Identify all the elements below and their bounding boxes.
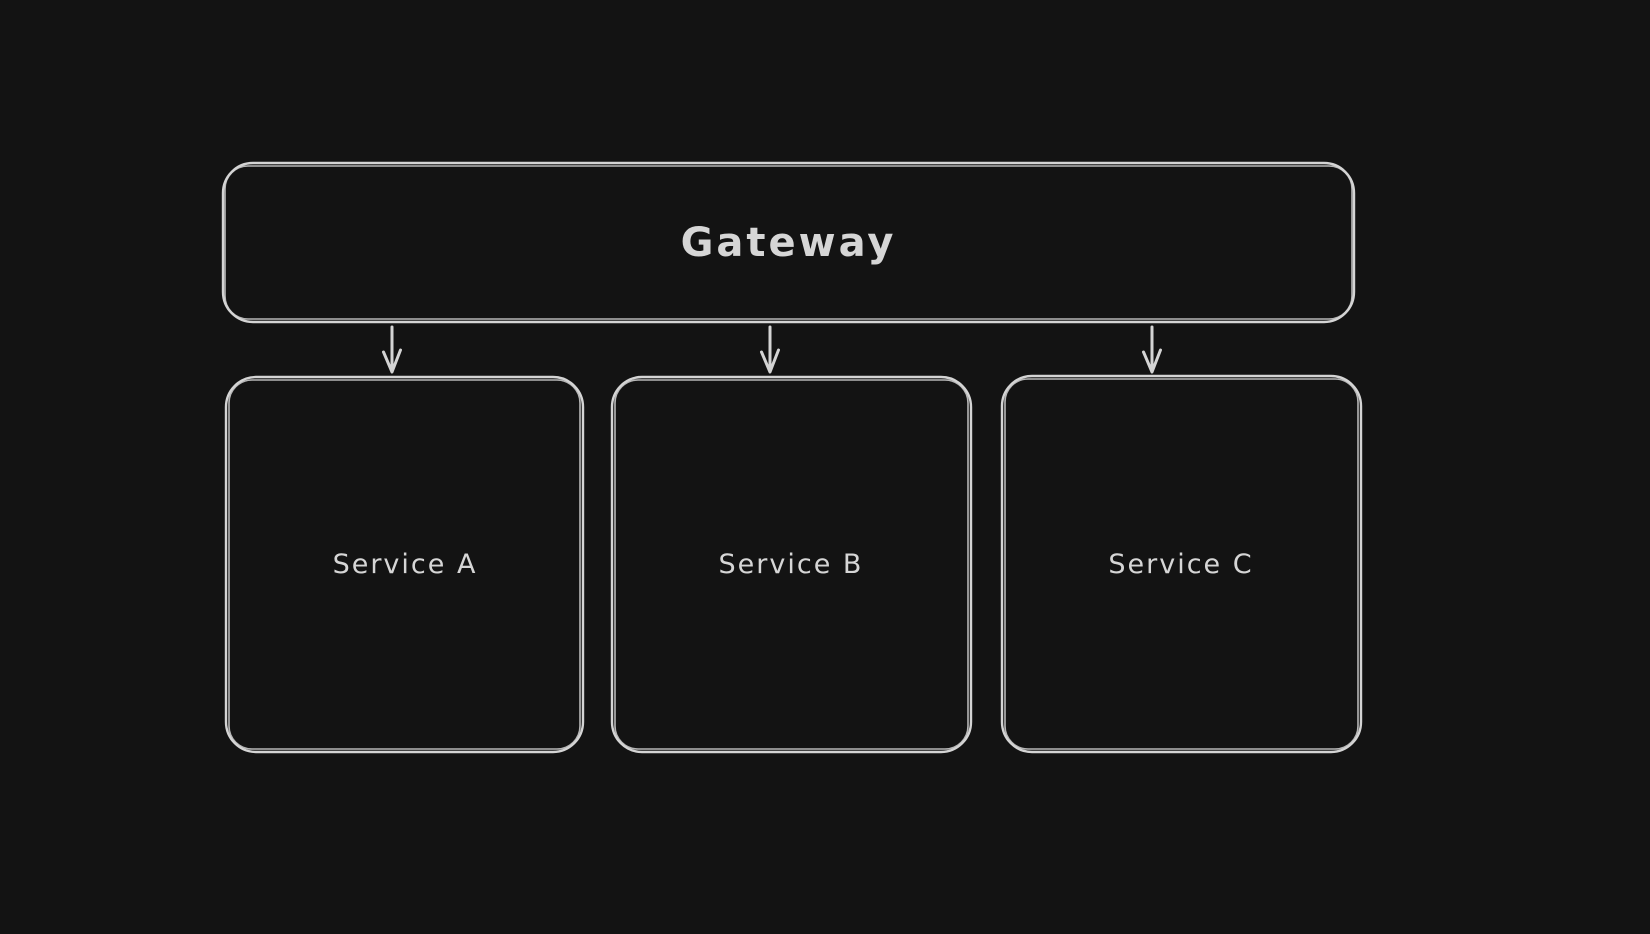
service-c-node[interactable] — [1000, 374, 1363, 754]
arrow-gateway-to-service-c-head — [1142, 348, 1162, 374]
service-a-node-outline — [224, 375, 585, 754]
arrow-gateway-to-service-b-head — [760, 348, 780, 374]
arrow-gateway-to-service-b[interactable] — [760, 325, 780, 374]
service-b-node-outline-overdraw — [614, 379, 969, 750]
arrow-gateway-to-service-a[interactable] — [382, 325, 402, 374]
service-b-node[interactable] — [610, 375, 973, 754]
gateway-node-outline — [221, 161, 1356, 324]
arrow-gateway-to-service-a-head — [382, 348, 402, 374]
service-a-node-outline-overdraw — [228, 379, 581, 750]
gateway-node-outline-overdraw — [224, 165, 1353, 320]
service-a-node[interactable] — [224, 375, 585, 754]
service-c-node-outline-overdraw — [1004, 378, 1359, 750]
service-b-node-outline — [610, 375, 973, 754]
service-c-node-outline — [1000, 374, 1363, 754]
gateway-node[interactable] — [221, 161, 1356, 324]
arrow-gateway-to-service-c[interactable] — [1142, 325, 1162, 374]
